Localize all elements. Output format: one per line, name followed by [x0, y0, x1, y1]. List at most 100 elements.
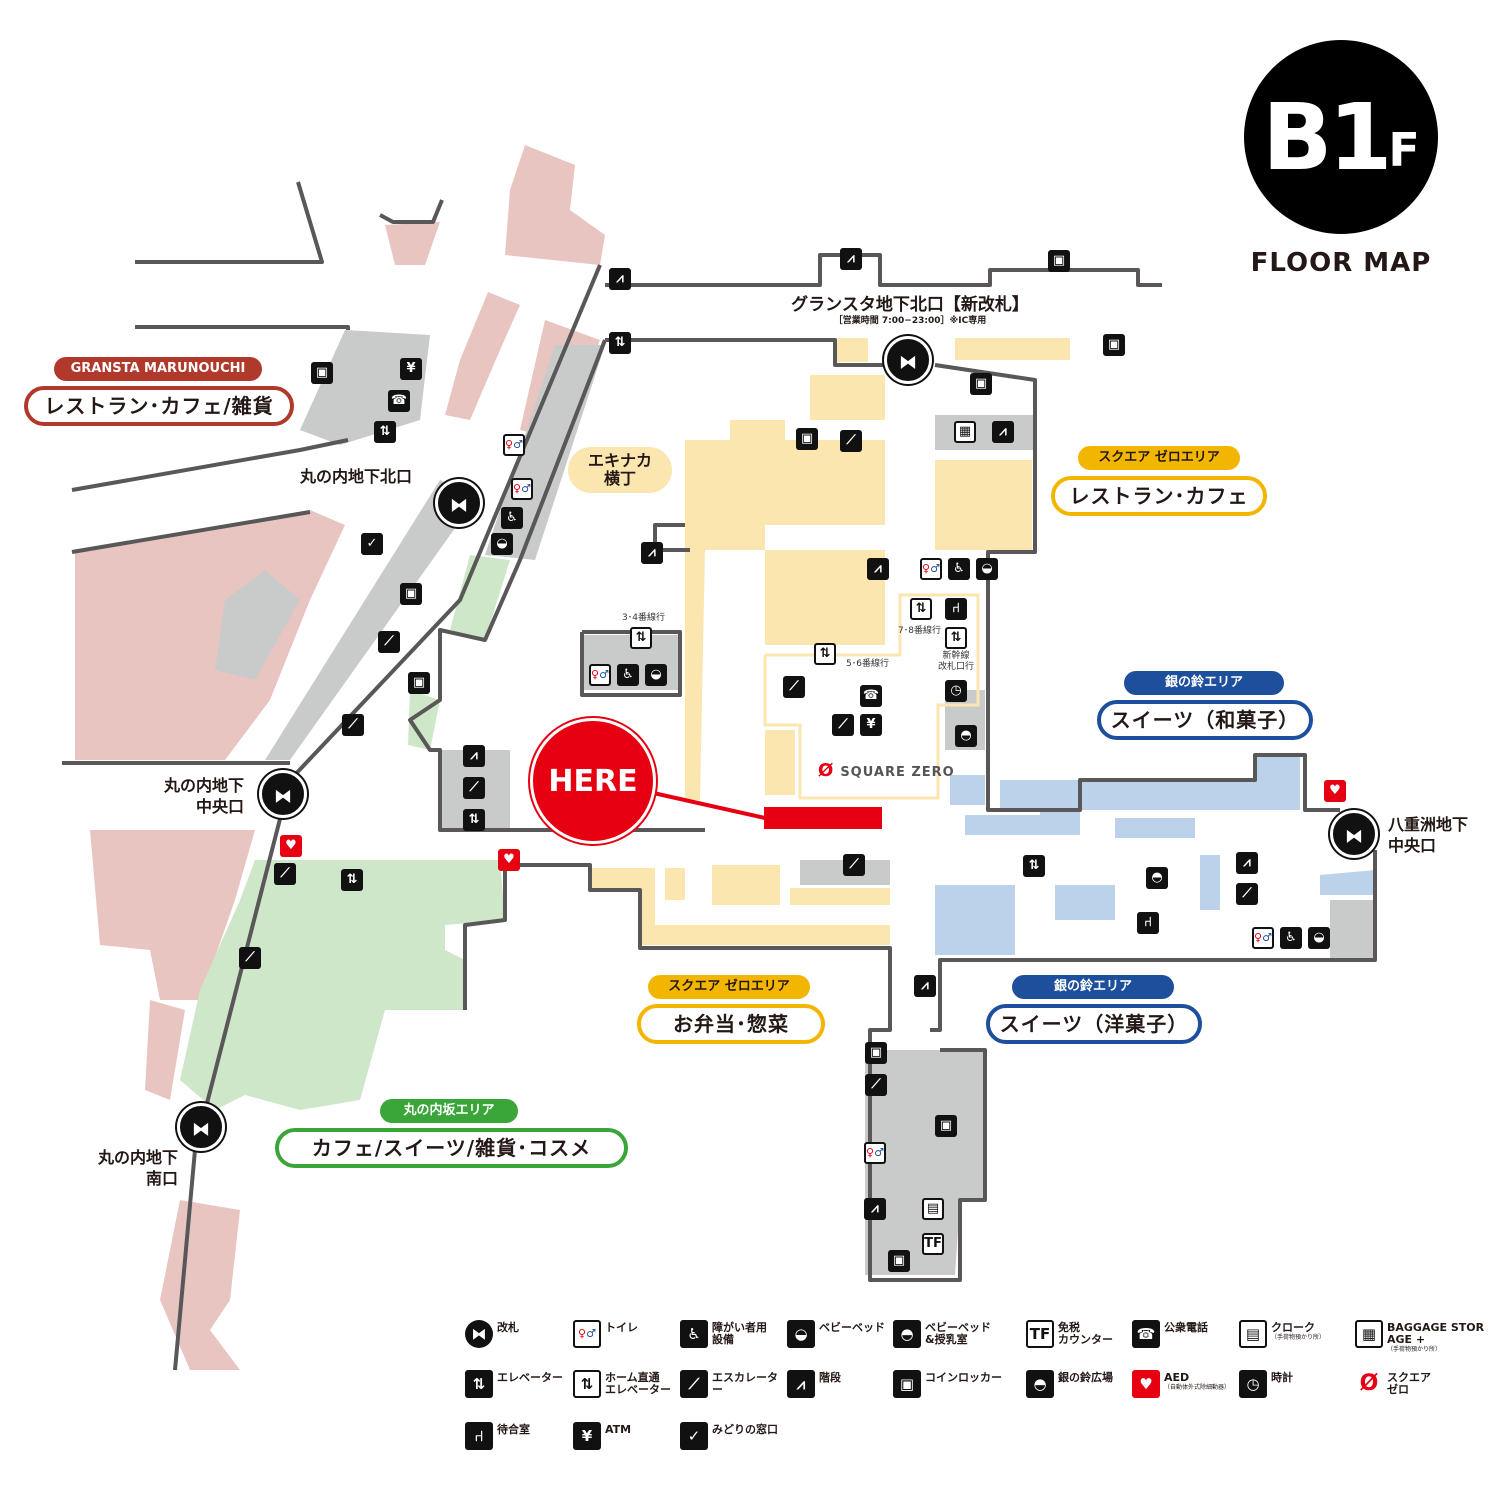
- coin-locker-icon: ▣: [311, 362, 333, 384]
- legend-label: ベビーベッド &授乳室: [925, 1320, 1020, 1346]
- ekinaka-line1: エキナカ: [587, 451, 652, 470]
- exit-line2: 南口: [145, 1169, 178, 1188]
- area-title-granstar: レストラン･カフェ/雑貨: [24, 386, 294, 426]
- legend-label: コインロッカー: [925, 1370, 1020, 1384]
- area-tag-granstar: GRANSTA MARUNOUCHI: [54, 357, 262, 381]
- legend-label-text: BAGGAGE STORAGE +: [1387, 1321, 1485, 1346]
- waiting-room-icon: ⑁: [945, 598, 967, 620]
- shinkansen-label: 新幹線 改札口行: [938, 651, 974, 673]
- legend-label: 公衆電話: [1164, 1320, 1233, 1334]
- floor-badge: B1 F: [1244, 40, 1438, 234]
- legend-label-text: 公衆電話: [1164, 1321, 1208, 1334]
- stairs-icon: ⩘: [864, 1198, 886, 1220]
- area-title-square-zero-south: お弁当･惣菜: [637, 1004, 825, 1044]
- accessible-icon: ♿: [617, 664, 639, 686]
- coin-locker-icon: ▣: [796, 428, 818, 450]
- aed-icon: ♥: [1132, 1370, 1160, 1398]
- area-title-square-zero-north: レストラン･カフェ: [1051, 476, 1267, 516]
- clock-icon: ◷: [945, 680, 967, 702]
- silver-bell-icon: ◓: [1026, 1370, 1054, 1398]
- legend-label: 改札: [497, 1320, 567, 1334]
- legend-label-text: コインロッカー: [925, 1371, 1002, 1384]
- legend-item-coin-locker: ▣ コインロッカー: [893, 1370, 1020, 1398]
- phone-icon: ☎: [1132, 1320, 1160, 1348]
- exit-line2: 中央口: [195, 797, 244, 816]
- legend-item-platform-elevator: ⇅ホーム直通 エレベーター: [573, 1370, 674, 1398]
- elevator-icon: ⇅: [374, 421, 396, 443]
- legend-label-text: ベビーベッド &授乳室: [925, 1321, 991, 1346]
- platform-elevator-icon: ⇅: [945, 627, 967, 649]
- stairs-icon: ⩘: [641, 542, 663, 564]
- accessible-icon: ♿: [1280, 927, 1302, 949]
- coin-locker-icon: ▣: [865, 1042, 887, 1064]
- legend-label-text: エスカレーター: [712, 1371, 778, 1396]
- legend-label-text: 銀の鈴広場: [1058, 1371, 1113, 1384]
- coin-locker-icon: ▣: [893, 1370, 921, 1398]
- stairs-icon: ⩘: [787, 1370, 815, 1398]
- elevator-icon: ⇅: [465, 1370, 493, 1398]
- area-title-gin-yogashi: スイーツ（洋菓子）: [986, 1004, 1202, 1044]
- baby-bed-icon: ◒: [1308, 927, 1330, 949]
- platform-elevator-icon: ⇅: [630, 627, 652, 649]
- square-zero-outline: [763, 593, 980, 800]
- escalator-icon: ⟋: [274, 863, 296, 885]
- legend-label: クローク（手荷物預かり所）: [1271, 1320, 1349, 1342]
- escalator-icon: ⟋: [378, 631, 400, 653]
- legend-note: （自動体外式除細動器）: [1164, 1384, 1231, 1391]
- area-title-marunouchi-zaka: カフェ/スイーツ/雑貨･コスメ: [275, 1128, 628, 1168]
- baby-bed-icon: ◒: [787, 1320, 815, 1348]
- legend-item-baby-bed: ◒ベビーベッド: [787, 1320, 887, 1348]
- escalator-icon: ⟋: [783, 676, 805, 698]
- legend-label-text: ホーム直通 エレベーター: [605, 1371, 671, 1396]
- area-tag-gin-wagashi: 銀の鈴エリア: [1124, 671, 1284, 695]
- baby-bed-icon: ◒: [976, 558, 998, 580]
- legend-label-text: エレベーター: [497, 1371, 563, 1384]
- legend-label-text: 免税 カウンター: [1058, 1321, 1113, 1346]
- platform-elevator-icon: ⇅: [814, 643, 836, 665]
- phone-icon: ☎: [860, 685, 882, 707]
- legend-item-toilet: ♀♂ トイレ: [573, 1320, 674, 1348]
- ticket-gate-icon: ⧓: [884, 336, 932, 384]
- legend-label-text: 改札: [497, 1321, 519, 1334]
- legend-item-silver-bell: ◓ 銀の鈴広場: [1026, 1370, 1126, 1398]
- ticket-gate-icon: ⧓: [435, 479, 483, 527]
- legend-item-gate: ⧓改札: [465, 1320, 567, 1348]
- square-zero-icon: Ø: [818, 760, 835, 781]
- legend-item-nursing: ◓ベビーベッド &授乳室: [893, 1320, 1020, 1348]
- legend-item-aed: ♥AED（自動体外式除細動器）: [1132, 1370, 1233, 1398]
- square-zero-icon: Ø: [1355, 1370, 1383, 1398]
- coin-locker-icon: ▣: [400, 583, 422, 605]
- accessible-icon: ♿: [680, 1320, 708, 1348]
- area-tag-square-zero-north: スクエア ゼロエリア: [1078, 446, 1240, 470]
- exit-north-new-label: グランスタ地下北口【新改札】: [791, 295, 1029, 315]
- accessible-icon: ♿: [948, 558, 970, 580]
- stairs-icon: ⩘: [463, 745, 485, 767]
- ticket-gate-icon: ⧓: [1330, 810, 1378, 858]
- walls: [62, 181, 1377, 1371]
- stairs-icon: ⩘: [992, 421, 1014, 443]
- legend-item-escalator: ⟋エスカレーター: [680, 1370, 781, 1398]
- stairs-icon: ⩘: [867, 558, 889, 580]
- elevator-icon: ⇅: [463, 809, 485, 831]
- legend-note: （手荷物預かり所）: [1387, 1346, 1442, 1353]
- area-tag-gin-yogashi: 銀の鈴エリア: [1012, 975, 1174, 999]
- legend-item-clock: ◷時計: [1239, 1370, 1349, 1398]
- legend-label-text: みどりの窓口: [712, 1423, 778, 1436]
- floor-badge-label: B1: [1262, 83, 1392, 191]
- legend-label: 免税 カウンター: [1058, 1320, 1126, 1346]
- coin-locker-icon: ▣: [408, 672, 430, 694]
- midori-icon: ✓: [361, 533, 383, 555]
- legend-label: AED（自動体外式除細動器）: [1164, 1370, 1233, 1392]
- elevator-icon: ⇅: [609, 332, 631, 354]
- midori-icon: ✓: [680, 1422, 708, 1450]
- exit-line2: 中央口: [1388, 836, 1437, 855]
- toilet-icon: ♀♂: [573, 1320, 601, 1348]
- exit-line1: 丸の内地下: [97, 1148, 178, 1167]
- ticket-gate-icon: ⧓: [259, 770, 307, 818]
- legend-label: 障がい者用 設備: [712, 1320, 781, 1346]
- legend-item-waiting-room: ⑁待合室: [465, 1422, 567, 1450]
- legend-label-text: トイレ: [605, 1321, 638, 1334]
